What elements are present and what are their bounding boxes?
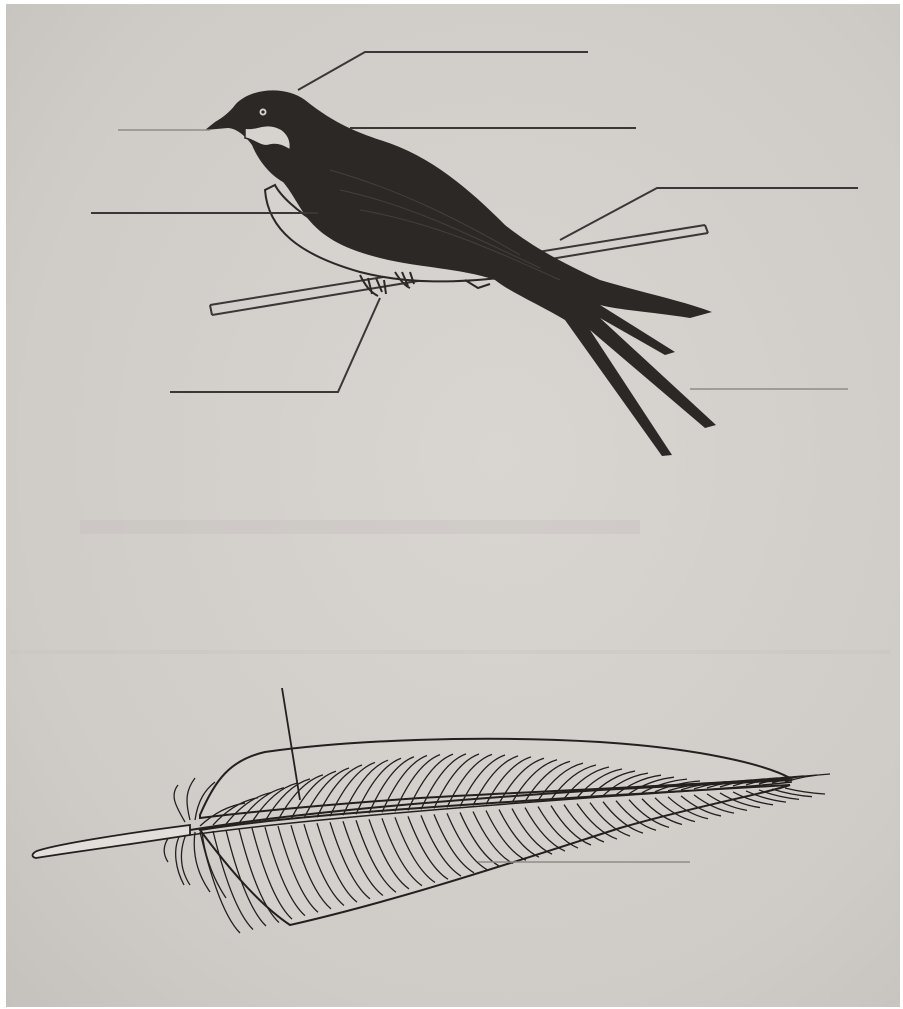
worksheet-canvas [0,0,903,1009]
worksheet-page [0,0,903,1009]
